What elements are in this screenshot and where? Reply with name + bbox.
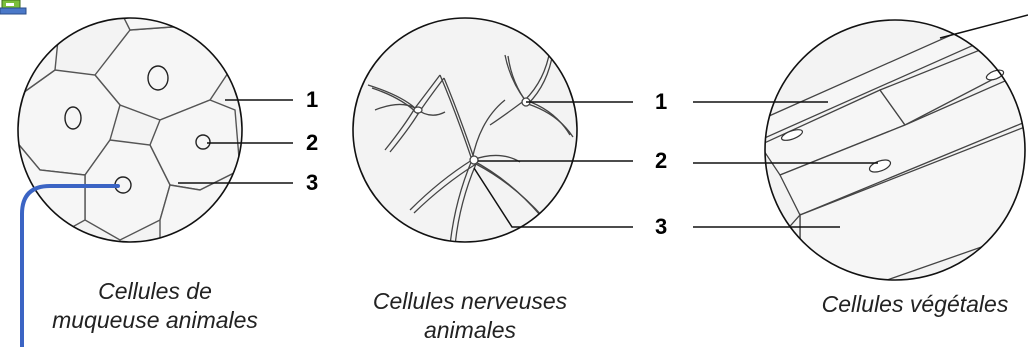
nerve-label-1: 1 xyxy=(655,91,667,113)
mucosa-label-1: 1 xyxy=(306,89,318,111)
mucosa-caption-line1: Cellules de xyxy=(40,277,270,306)
mucosa-caption: Cellules de muqueuse animales xyxy=(40,277,270,335)
plant-cells-circle xyxy=(760,0,1028,300)
nerve-label-2: 2 xyxy=(655,150,667,172)
nerve-caption-line2: animales xyxy=(360,316,580,345)
scale-icon xyxy=(0,0,26,14)
mucosa-label-2: 2 xyxy=(306,132,318,154)
mucosa-label-3: 3 xyxy=(306,172,318,194)
mucosa-caption-line2: muqueuse animales xyxy=(40,306,270,335)
nerve-cells-circle xyxy=(353,18,577,246)
mucosa-cells-circle xyxy=(10,10,245,245)
plant-caption-line1: Cellules végétales xyxy=(805,290,1025,319)
plant-caption: Cellules végétales xyxy=(805,290,1025,319)
nerve-caption: Cellules nerveuses animales xyxy=(360,287,580,345)
nerve-label-3: 3 xyxy=(655,216,667,238)
nerve-caption-line1: Cellules nerveuses xyxy=(360,287,580,316)
